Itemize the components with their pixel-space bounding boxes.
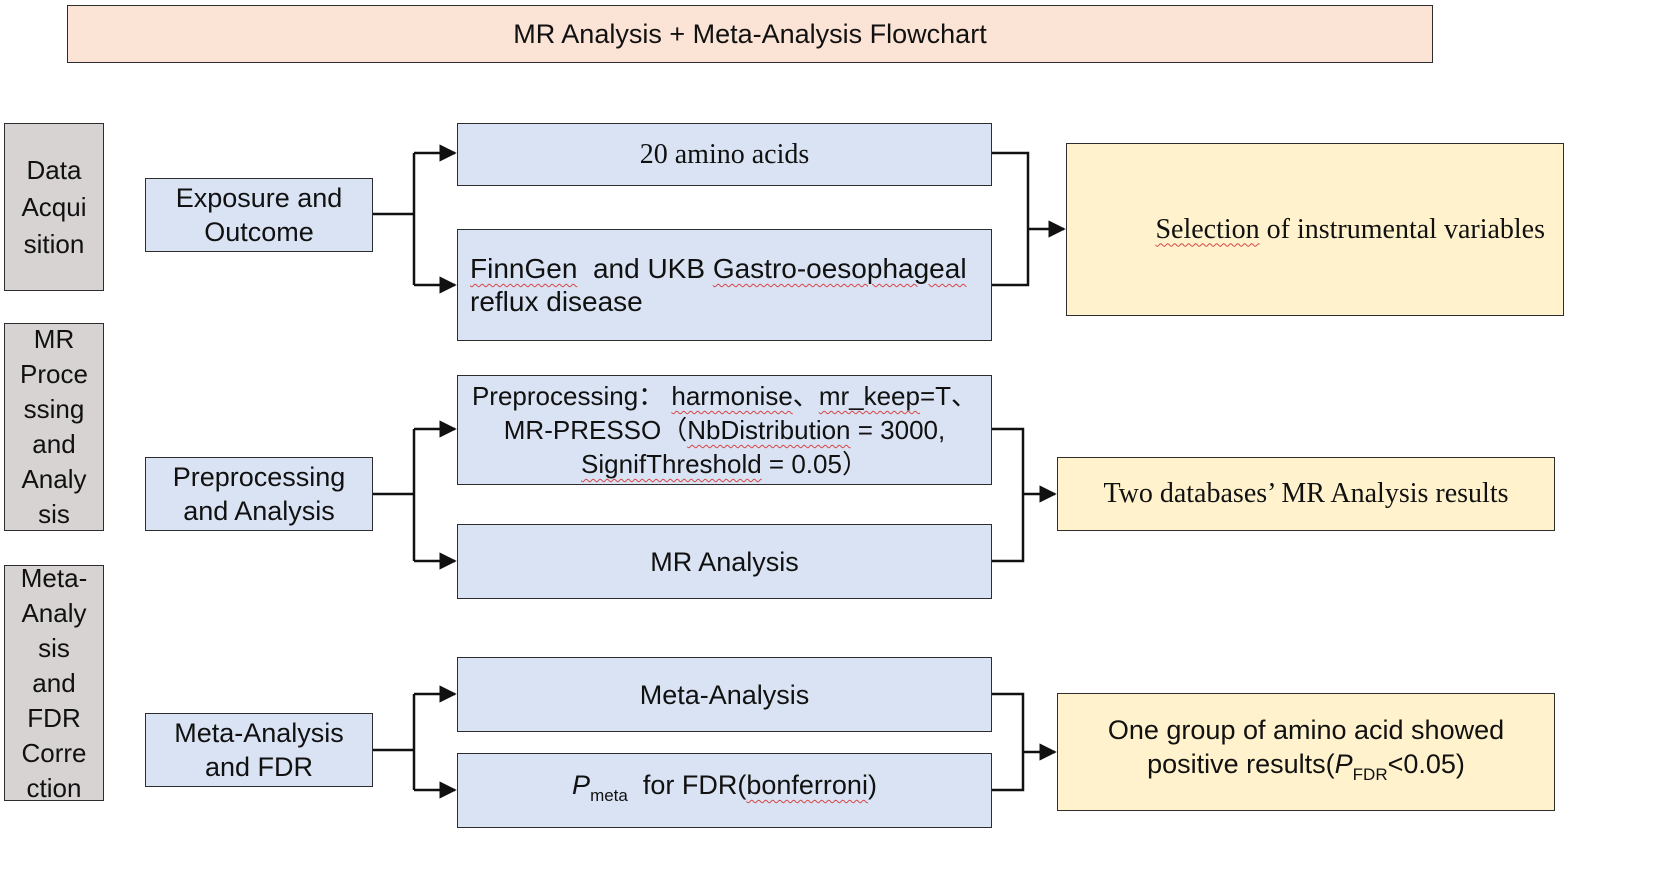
p-subscript: meta — [590, 786, 628, 805]
mr-presso-label: MR-PRESSO（ — [503, 415, 688, 445]
stage-line: ction — [26, 772, 82, 803]
pmeta-label: for FDR( — [627, 770, 747, 800]
finngen-line-2: reflux disease — [470, 286, 643, 317]
stage-mr-processing: MR Proce ssing and Analy sis — [4, 323, 104, 531]
meta-analysis-fdr-box: Meta-Analysis and FDR — [145, 713, 373, 787]
gastro-word: Gastro-oesophageal — [712, 253, 967, 284]
positive-line-2: positive results(PFDR<0.05) — [1147, 747, 1465, 792]
stage-line: MR — [33, 324, 75, 354]
amino-acids-box: 20 amino acids — [457, 123, 992, 186]
separator: 、 — [792, 381, 819, 411]
mr-analysis-box: MR Analysis — [457, 524, 992, 599]
stage-line: Meta- — [20, 562, 88, 593]
mr-analysis-text: MR Analysis — [650, 546, 799, 577]
stage-line: and — [32, 667, 76, 698]
pmeta-text: Pmeta for FDR(bonferroni) — [572, 767, 877, 814]
selection-rest: of instrumental variables — [1259, 213, 1545, 245]
box-line: Outcome — [204, 217, 314, 247]
positive-line-1: One group of amino acid showed — [1107, 714, 1505, 745]
stage-meta-analysis: Meta- Analy sis and FDR Corre ction — [4, 563, 104, 803]
box-line: Preprocessing — [172, 462, 346, 492]
nbdistribution-word: NbDistribution — [687, 415, 851, 445]
positive-suffix: <0.05) — [1387, 748, 1465, 779]
stage-line: Acqui — [21, 191, 87, 222]
finngen-rest: and UKB — [577, 253, 713, 284]
stage-line: Proce — [20, 359, 88, 389]
preprocessing-line-3: SignifThreshold = 0.05） — [581, 447, 868, 481]
preprocessing-label: Preprocessing： — [471, 381, 665, 411]
preprocessing-analysis-box: Preprocessing and Analysis — [145, 457, 373, 531]
stage-line: and — [32, 429, 76, 459]
meta-analysis-text: Meta-Analysis — [639, 679, 810, 710]
connector-amino-merge — [992, 151, 1030, 287]
amino-acids-text: 20 amino acids — [639, 138, 810, 170]
preprocessing-box: Preprocessing： harmonise、mr_keep=T、 MR-P… — [457, 375, 992, 485]
selection-text: Selection of instrumental variables — [1155, 212, 1545, 248]
box-line: Exposure and — [175, 183, 343, 213]
fdr-subscript: FDR — [1352, 764, 1388, 784]
positive-results-box: One group of amino acid showed positive … — [1057, 693, 1555, 811]
exposure-outcome-box: Exposure and Outcome — [145, 178, 373, 252]
harmonise-word: harmonise — [671, 381, 793, 411]
stage-line: sition — [23, 228, 85, 259]
preprocessing-line-1: Preprocessing： harmonise、mr_keep=T、 — [472, 379, 977, 413]
mr-keep-value: =T、 — [919, 381, 978, 411]
connector-preprocessing-merge — [992, 427, 1025, 563]
nbdistribution-value: = 3000, — [850, 415, 946, 445]
bonferroni-word: bonferroni — [746, 770, 868, 800]
stage-line: Corre — [21, 737, 87, 768]
finngen-line-1: FinnGen and UKB Gastro-oesophageal — [470, 252, 967, 285]
box-line: Meta-Analysis — [174, 718, 344, 748]
connector-meta-merge — [992, 692, 1025, 792]
signifthreshold-value: = 0.05） — [761, 449, 868, 479]
meta-analysis-step-box: Meta-Analysis — [457, 657, 992, 732]
stage-data-acquisition: Data Acqui sition — [4, 123, 104, 291]
flowchart-title: MR Analysis + Meta-Analysis Flowchart — [67, 5, 1433, 63]
selection-iv-box: Selection of instrumental variables — [1066, 143, 1564, 316]
stage-line: Data — [26, 154, 82, 185]
p-symbol: P — [572, 770, 591, 800]
closing-paren: ) — [867, 770, 877, 800]
selection-word: Selection — [1155, 213, 1260, 245]
stage-line: sis — [38, 632, 70, 663]
box-line: and Analysis — [183, 496, 335, 526]
pmeta-fdr-box: Pmeta for FDR(bonferroni) — [457, 753, 992, 828]
signifthreshold-word: SignifThreshold — [581, 449, 762, 479]
preprocessing-line-2: MR-PRESSO（NbDistribution = 3000, — [504, 413, 945, 447]
box-line: and FDR — [204, 752, 314, 782]
stage-line: Analy — [21, 464, 87, 494]
stage-line: ssing — [23, 394, 85, 424]
stage-line: FDR — [27, 702, 81, 733]
finngen-word: FinnGen — [470, 253, 578, 284]
flowchart-title-text: MR Analysis + Meta-Analysis Flowchart — [513, 19, 987, 49]
p-symbol: P — [1334, 748, 1353, 779]
two-databases-box: Two databases’ MR Analysis results — [1057, 457, 1555, 531]
finngen-ukb-box: FinnGen and UKB Gastro-oesophageal reflu… — [457, 229, 992, 341]
stage-line: Analy — [21, 597, 87, 628]
mr-keep-word: mr_keep — [818, 381, 920, 411]
two-databases-text: Two databases’ MR Analysis results — [1103, 478, 1509, 509]
positive-prefix: positive results( — [1147, 748, 1335, 779]
stage-line: sis — [38, 499, 70, 529]
